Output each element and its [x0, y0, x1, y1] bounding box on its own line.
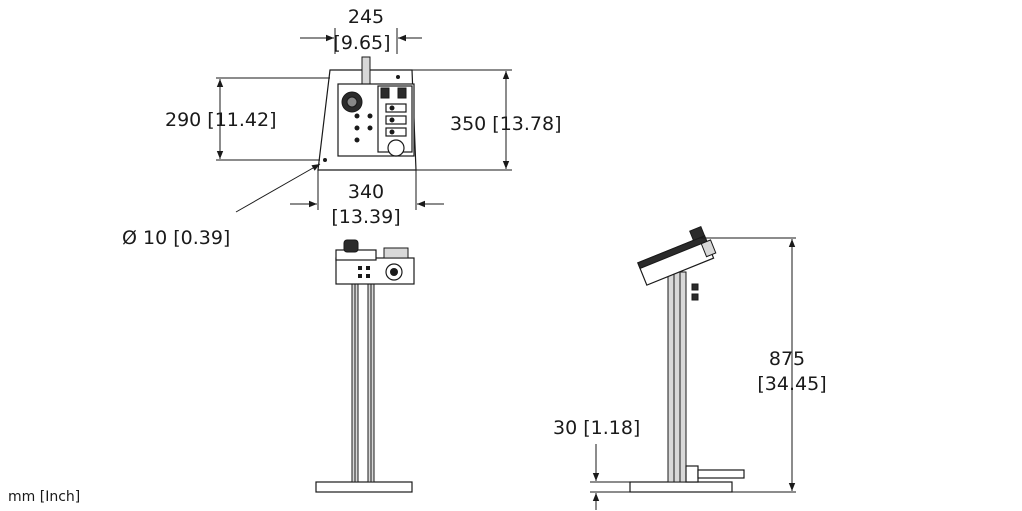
- front-view-indicators: [358, 266, 370, 278]
- units-label: mm [Inch]: [8, 489, 80, 505]
- side-view-dimensions: [590, 237, 796, 510]
- side-view-control-panel: [637, 225, 717, 286]
- dim-total-height-mm: 875: [769, 348, 805, 370]
- dim-base-thickness: 30 [1.18]: [553, 417, 640, 439]
- dim-hole-diameter: Ø 10 [0.39]: [122, 227, 230, 249]
- mounting-hole: [396, 75, 400, 79]
- io-module-ports: [385, 103, 407, 137]
- mounting-hole: [323, 158, 327, 162]
- side-view-cable-gland: [685, 465, 699, 483]
- dim-top-width-mm: 245: [348, 6, 384, 28]
- dim-depth-left: 290 [11.42]: [165, 109, 277, 131]
- side-view-base-plate: [629, 481, 733, 493]
- dim-height-right: 350 [13.78]: [450, 113, 562, 135]
- dim-top-width-in: [9.65]: [333, 32, 390, 54]
- side-view: [629, 225, 745, 493]
- top-view-column: [361, 56, 371, 86]
- dim-total-height-in: [34.45]: [757, 373, 826, 395]
- front-view-io-top: [383, 247, 409, 259]
- front-view: [315, 239, 415, 493]
- side-view-column: [667, 271, 687, 483]
- top-view: [317, 56, 417, 171]
- top-view-indicator-dots: [354, 113, 373, 143]
- dim-base-width-mm: 340: [348, 181, 384, 203]
- io-module-connector: [380, 87, 390, 99]
- io-module-connector: [397, 87, 407, 99]
- side-view-cable: [697, 469, 745, 479]
- front-view-e-stop-icon: [343, 239, 359, 253]
- io-module-round-connector: [387, 139, 405, 157]
- side-view-connector: [691, 293, 699, 301]
- front-view-base-plate: [315, 481, 413, 493]
- side-view-connector: [691, 283, 699, 291]
- e-stop-center: [346, 96, 358, 108]
- top-view-dimensions: [216, 28, 512, 213]
- dim-base-width-in: [13.39]: [331, 206, 400, 228]
